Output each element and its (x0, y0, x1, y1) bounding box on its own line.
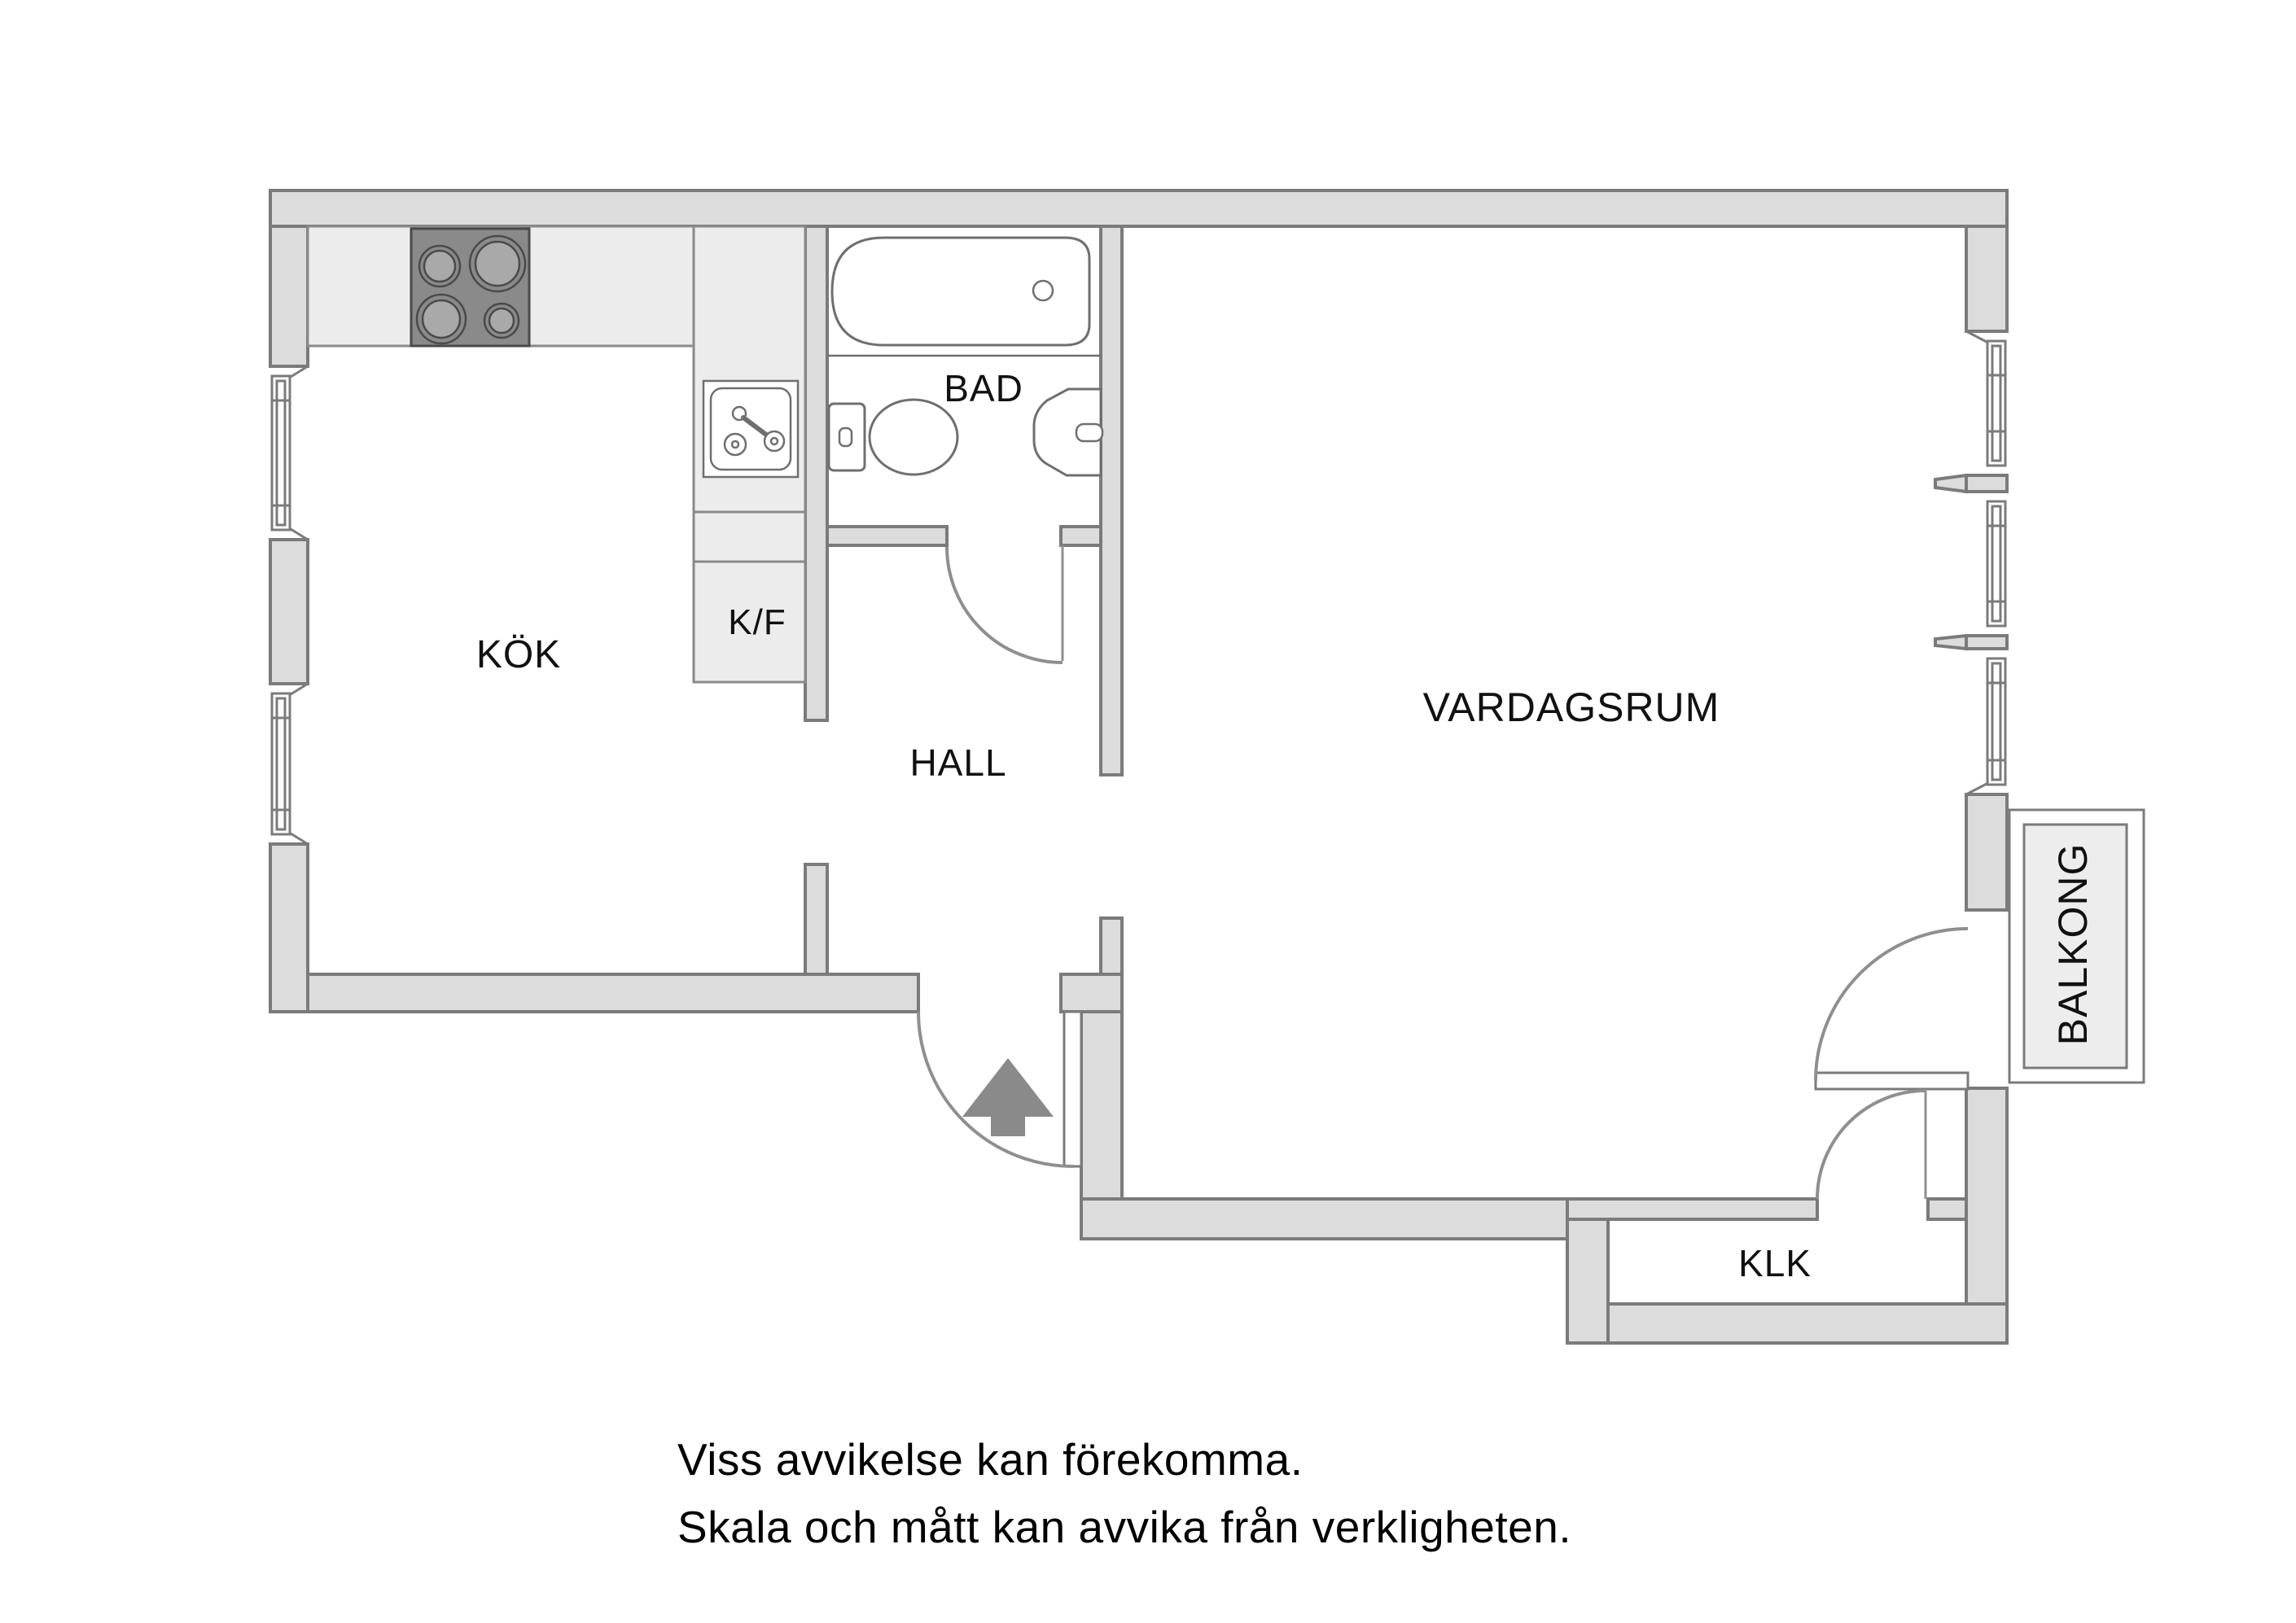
wall-right-stub-1 (1965, 474, 2009, 493)
wall-livingroom-bottom (1080, 1197, 1569, 1240)
window-frame-inner (1991, 662, 2002, 781)
wall-kitchen-hall-stub (804, 863, 829, 976)
wall-right-middle (1965, 793, 2009, 912)
wall-bathroom-livingroom (1099, 225, 1124, 777)
bathtub-icon (830, 236, 1091, 347)
balcony-floor (2022, 823, 2128, 1070)
balcony-door-leaf (1814, 1071, 1970, 1091)
room-label-balcony: BALKONG (2050, 843, 2096, 1046)
window-reveal-line (1965, 782, 1987, 796)
entrance-door-arc (917, 1011, 1074, 1168)
wall-entrance-jamb (1059, 973, 1124, 1013)
room-label-living-room: VARDAGSRUM (1423, 685, 1720, 730)
disclaimer-line-1: Viss avvikelse kan förekomma. (677, 1434, 1304, 1485)
wall-right-stub-2 (1965, 634, 2009, 650)
wall-kitchen-bathroom (804, 225, 829, 722)
wall-klk-top (1566, 1197, 1819, 1221)
wall-bathroom-south-right (1059, 525, 1102, 547)
window-reveal-line (1965, 330, 1987, 343)
bathroom-door-arc (945, 546, 1063, 664)
window-left-1 (270, 365, 309, 541)
burner-ring (418, 244, 462, 288)
toilet-flush-button (838, 427, 853, 448)
wall-left-lower (269, 842, 309, 1013)
stove-hob-icon (410, 227, 531, 348)
burner (423, 249, 457, 283)
wall-klk-door-jamb (1926, 1197, 1968, 1221)
window-reveal-line (290, 365, 309, 378)
window-reveal-line (290, 682, 309, 696)
room-label-kitchen: KÖK (476, 633, 561, 676)
sink-handle-right-dot (769, 436, 779, 446)
entrance-door-leaf (1063, 1010, 1083, 1168)
burner (488, 307, 515, 335)
window-frame-inner (275, 697, 287, 831)
entrance-arrow-icon (962, 1058, 1054, 1136)
wall-right-upper (1965, 225, 2009, 333)
sink-basin (709, 387, 792, 471)
windows (270, 330, 2007, 846)
balcony-door-arc (1814, 927, 1969, 1082)
counter-cabinet (692, 510, 807, 563)
window-frame-inner (1991, 344, 2002, 462)
room-labels: KÖK BAD HALL VARDAGSRUM KLK K/F BALKONG (476, 367, 2096, 1284)
window-reveal-line (290, 527, 309, 541)
burner-ring (483, 302, 520, 339)
wall-bottom-left (306, 973, 920, 1013)
room-label-hall: HALL (909, 742, 1006, 784)
window-sill-flare-2 (1934, 633, 1968, 651)
wall-klk-left (1566, 1218, 1610, 1345)
walls (269, 189, 2009, 1345)
wall-hall-livingroom-lower (1099, 916, 1124, 976)
balcony (2008, 808, 2145, 1084)
entrance-arrow-stem (991, 1117, 1025, 1136)
klk-door-arc (1816, 1089, 1926, 1200)
window-right-1 (1965, 330, 2007, 467)
window-frame-inner (1991, 505, 2002, 623)
burner-ring (415, 293, 467, 345)
washbasin-bowl (1032, 387, 1102, 477)
wall-right-lower (1965, 1087, 2009, 1306)
burner (474, 240, 521, 287)
room-label-bathroom: BAD (944, 367, 1023, 409)
entrance-arrow-head (962, 1058, 1054, 1117)
disclaimer: Viss avvikelse kan förekomma. Skala och … (677, 1434, 1571, 1552)
window-right-3 (1965, 657, 2007, 796)
bathtub-drain (1032, 279, 1054, 302)
room-label-closet: KLK (1738, 1242, 1812, 1284)
wall-top (269, 189, 2009, 228)
window-frame-inner (275, 379, 287, 527)
window-reveal-line (290, 832, 309, 846)
doors (917, 545, 1970, 1200)
washbasin-faucet (1075, 422, 1104, 443)
kitchen-sink-icon (702, 379, 800, 479)
washbasin-icon (1032, 387, 1104, 477)
window-left-2 (270, 682, 309, 846)
wall-left-upper (269, 225, 309, 368)
wall-klk-bottom (1606, 1302, 2009, 1345)
burner (421, 299, 462, 339)
sink-handle-left-dot (730, 440, 740, 449)
window-sill-flare-1 (1934, 473, 1968, 494)
toilet-bowl (868, 398, 959, 476)
label-fridge-freezer: K/F (728, 602, 786, 642)
disclaimer-line-2: Skala och mått kan avvika från verklighe… (677, 1502, 1571, 1552)
bathroom-fixtures (827, 236, 1104, 477)
wall-bathroom-south-left (826, 525, 949, 547)
burner-ring (468, 234, 527, 293)
wall-left-middle (269, 538, 309, 685)
window-right-2 (1986, 500, 2007, 628)
fridge-freezer-unit (692, 560, 807, 684)
wall-entrance-side (1080, 1010, 1124, 1201)
toilet-icon (827, 398, 959, 476)
